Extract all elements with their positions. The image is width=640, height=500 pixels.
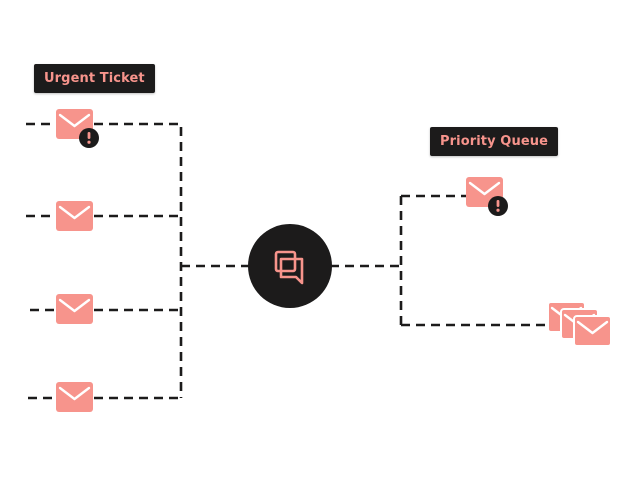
- urgent-ticket-label: Urgent Ticket: [34, 64, 155, 93]
- exclamation-icon: [79, 128, 99, 148]
- input-envelope-4: [54, 380, 95, 414]
- connector-output-priority: [399, 194, 466, 325]
- input-envelope-2: [54, 199, 95, 233]
- chat-copy-icon: [274, 250, 304, 285]
- priority-queue-label: Priority Queue: [430, 127, 559, 156]
- input-envelope-3: [54, 292, 95, 326]
- hub-node: [248, 224, 332, 308]
- connector-lines: [26, 122, 548, 400]
- connector-input-1: [26, 122, 183, 398]
- exclamation-icon: [488, 196, 508, 216]
- envelope-stack: [547, 301, 612, 347]
